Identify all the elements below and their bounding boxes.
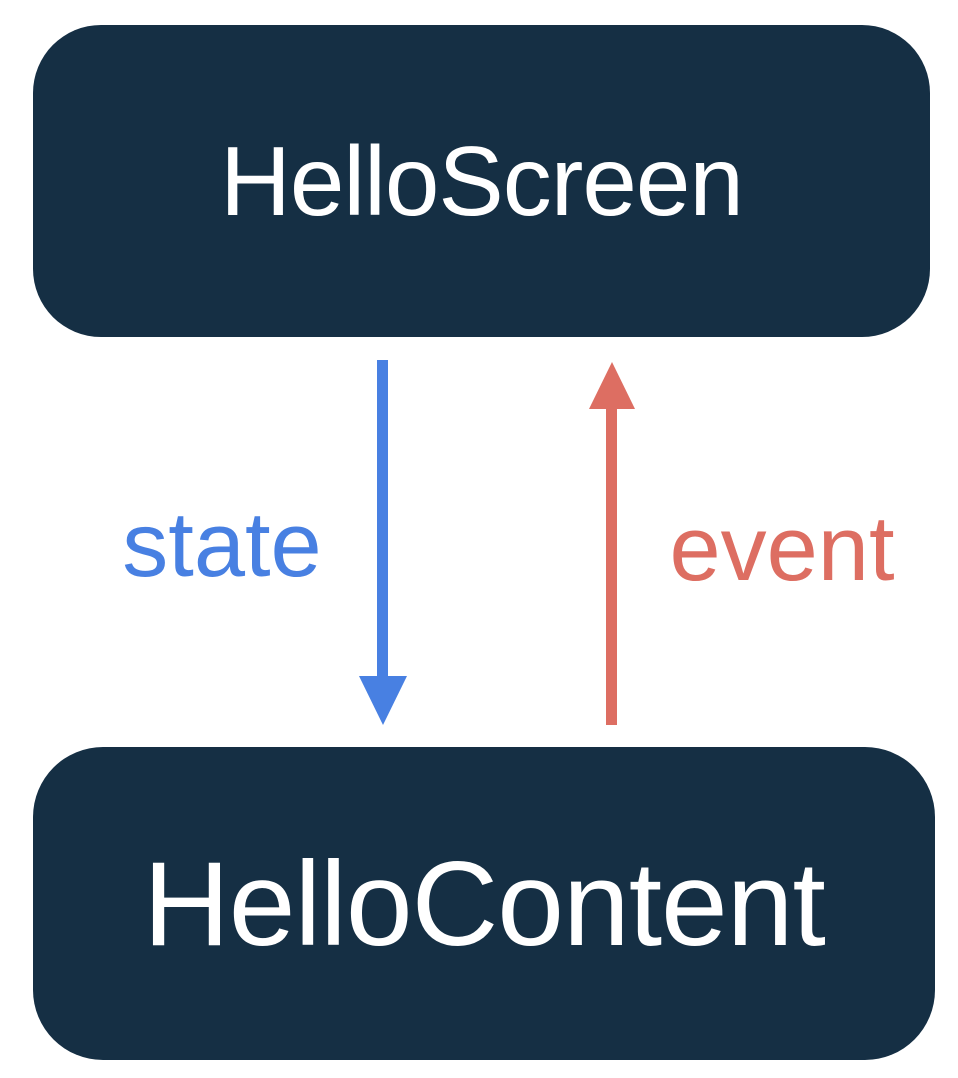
- state-edge-label: state: [122, 494, 322, 596]
- event-edge-label: event: [669, 498, 895, 600]
- node-hello-screen-label: HelloScreen: [220, 126, 744, 236]
- state-arrow-shaft: [377, 360, 388, 677]
- node-hello-screen: HelloScreen: [33, 25, 930, 337]
- node-hello-content-label: HelloContent: [143, 836, 826, 971]
- event-arrow-shaft: [606, 408, 617, 725]
- arrowhead-up-icon: [589, 362, 635, 409]
- node-hello-content: HelloContent: [33, 747, 935, 1060]
- arrowhead-down-icon: [359, 676, 407, 725]
